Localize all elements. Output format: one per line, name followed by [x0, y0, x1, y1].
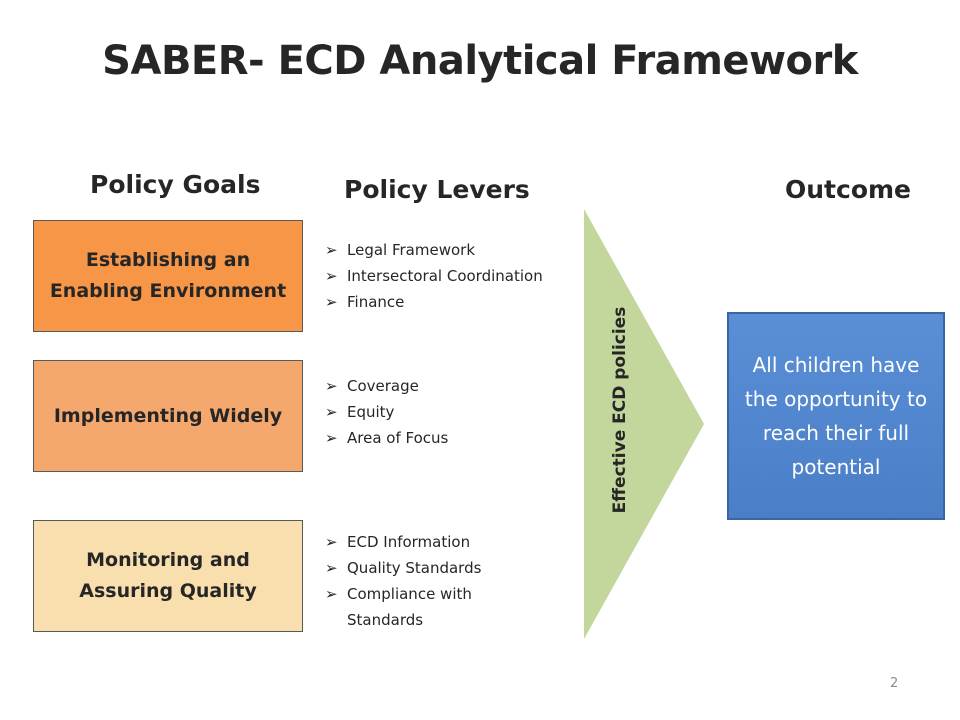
page-number: 2: [890, 676, 899, 691]
list-item: ➢Equity: [325, 399, 448, 425]
arrowhead-bullet-icon: ➢: [325, 429, 338, 447]
arrowhead-bullet-icon: ➢: [325, 533, 338, 551]
list-item: ➢ECD Information: [325, 529, 507, 555]
arrowhead-bullet-icon: ➢: [325, 585, 338, 603]
lever-list-enabling: ➢Legal Framework ➢Intersectoral Coordina…: [325, 237, 543, 315]
chevron-label-text: Effective ECD policies: [610, 306, 630, 514]
lever-list-monitoring: ➢ECD Information ➢Quality Standards ➢Com…: [325, 529, 507, 633]
chevron-shape: [584, 209, 704, 639]
effective-policies-chevron: [584, 209, 704, 639]
goal-box-monitoring-quality: Monitoring and Assuring Quality: [33, 520, 303, 632]
goal-label: Establishing an Enabling Environment: [49, 249, 287, 302]
list-item: ➢Compliance with Standards: [325, 581, 507, 633]
list-item: ➢Finance: [325, 289, 543, 315]
header-outcome: Outcome: [785, 175, 912, 204]
slide-title: SABER- ECD Analytical Framework: [102, 38, 858, 84]
lever-list-implementing: ➢Coverage ➢Equity ➢Area of Focus: [325, 373, 448, 451]
arrowhead-bullet-icon: ➢: [325, 403, 338, 421]
arrowhead-bullet-icon: ➢: [325, 241, 338, 259]
arrowhead-bullet-icon: ➢: [325, 267, 338, 285]
list-item: ➢Coverage: [325, 373, 448, 399]
outcome-box: All children have the opportunity to rea…: [727, 312, 945, 520]
arrowhead-bullet-icon: ➢: [325, 377, 338, 395]
list-item: ➢Legal Framework: [325, 237, 543, 263]
arrowhead-bullet-icon: ➢: [325, 559, 338, 577]
list-item: ➢Quality Standards: [325, 555, 507, 581]
header-policy-levers: Policy Levers: [344, 175, 530, 204]
header-policy-goals: Policy Goals: [90, 170, 261, 199]
goal-box-enabling-environment: Establishing an Enabling Environment: [33, 220, 303, 332]
list-item: ➢Area of Focus: [325, 425, 448, 451]
goal-label: Implementing Widely: [53, 404, 283, 427]
outcome-text: All children have the opportunity to rea…: [744, 353, 928, 479]
arrowhead-bullet-icon: ➢: [325, 293, 338, 311]
goal-label: Monitoring and Assuring Quality: [79, 549, 257, 602]
goal-box-implementing-widely: Implementing Widely: [33, 360, 303, 472]
list-item: ➢Intersectoral Coordination: [325, 263, 543, 289]
